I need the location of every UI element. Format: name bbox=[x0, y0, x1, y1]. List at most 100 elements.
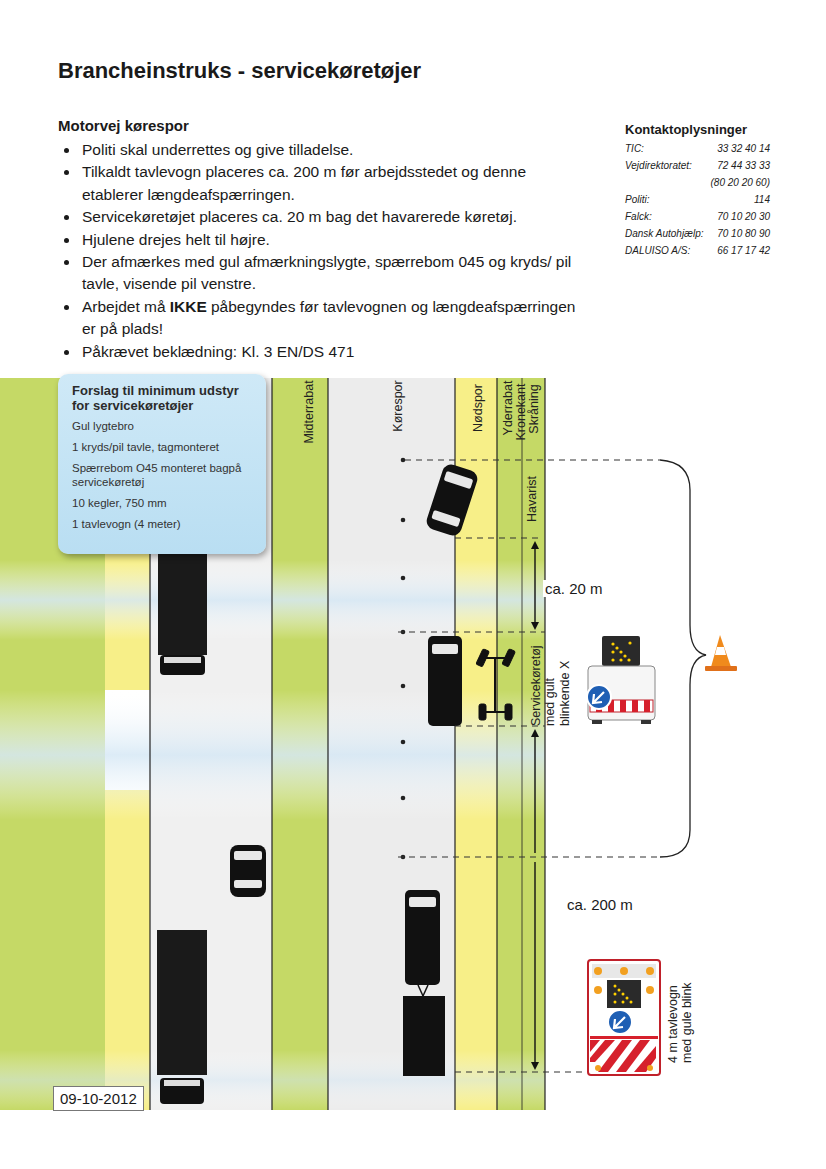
contact-number: 70 10 20 30 bbox=[717, 211, 770, 223]
road-bands bbox=[0, 378, 545, 1110]
tavlevogn-icon-part-part bbox=[618, 989, 621, 992]
tavlevogn-icon-part-part bbox=[614, 993, 617, 996]
instruction-list: Politi skal underrettes og give tilladel… bbox=[58, 139, 580, 363]
tavlevogn-icon-part-part bbox=[595, 1065, 601, 1071]
tavlevogn-icon-part bbox=[607, 980, 641, 1008]
service-vehicle-rear-icon-part-part bbox=[611, 658, 614, 661]
dashed-guides-part bbox=[455, 1071, 582, 1072]
car-left-part bbox=[234, 851, 262, 860]
havarist-car bbox=[424, 462, 479, 538]
dashed-guides-part bbox=[398, 631, 545, 632]
havarist-car-part bbox=[444, 471, 474, 489]
service-vehicle-rear-icon-part bbox=[592, 720, 602, 724]
wheels-turned-right-part bbox=[494, 658, 496, 712]
service-vehicle-rear-icon-part-part bbox=[611, 650, 614, 653]
instruction-item: Tilkaldt tavlevogn placeres ca. 200 m fø… bbox=[80, 161, 580, 206]
tavlevogn-icon-part bbox=[588, 960, 660, 1075]
truck-upper-part bbox=[164, 657, 201, 663]
dimension-arrows-part bbox=[534, 545, 535, 626]
tavlevogn-icon-part-part bbox=[647, 1065, 653, 1071]
instruction-item: Servicekøretøjet placeres ca. 20 m bag d… bbox=[80, 206, 580, 228]
tavlevogn-icon-part bbox=[614, 985, 633, 1004]
cone-part bbox=[715, 647, 726, 655]
contact-name: Vejdirektoratet: bbox=[625, 160, 692, 172]
box-item: 1 tavlevogn (4 meter) bbox=[72, 517, 254, 531]
tavlevogn-icon-part bbox=[614, 1017, 625, 1028]
section-heading: Motorvej kørespor bbox=[58, 117, 189, 134]
instruction-text: Hjulene drejes helt til højre. bbox=[82, 231, 270, 248]
box-item: Gul lygtebro bbox=[72, 419, 254, 433]
instruction-text: IKKE bbox=[170, 298, 207, 315]
service-vehicle-rear-icon-part bbox=[611, 641, 631, 661]
tavlevogn-icon-part-part bbox=[594, 986, 602, 994]
dimension-label: ca. 20 m bbox=[543, 580, 605, 597]
instruction-text: Arbejdet må bbox=[82, 298, 166, 315]
road-lines-part bbox=[271, 378, 272, 1110]
instruction-text: Servicekøretøjet placeres ca. 20 m bag d… bbox=[82, 208, 517, 225]
rotated-label: Kørespor bbox=[391, 380, 405, 431]
tavlevogn-icon-part-part bbox=[646, 967, 654, 975]
instruction-text: Påkrævet beklædning: Kl. 3 EN/DS 471 bbox=[82, 343, 354, 360]
van-with-trailer-part bbox=[409, 897, 436, 907]
service-vehicle-rear-icon-part bbox=[588, 666, 655, 720]
instruction-item: Påkrævet beklædning: Kl. 3 EN/DS 471 bbox=[80, 341, 580, 363]
box-item: Spærrebom O45 monteret bagpå servicekøre… bbox=[72, 461, 254, 489]
rotated-label: Servicekøretøj med gult blinkende X bbox=[529, 634, 572, 726]
lane-dots-part bbox=[401, 518, 406, 523]
contact-name: TIC: bbox=[625, 143, 644, 155]
box-item: 1 kryds/pil tavle, tagmonteret bbox=[72, 440, 254, 454]
instruction-text: Politi skal underrettes og give tilladel… bbox=[82, 141, 353, 158]
cone-part bbox=[705, 666, 737, 671]
tavlevogn-icon-part-part bbox=[634, 1046, 656, 1072]
van-with-trailer bbox=[403, 890, 445, 1076]
lane-dots bbox=[401, 458, 406, 860]
service-vehicle-part bbox=[428, 636, 462, 726]
road-lines-part bbox=[544, 378, 545, 1110]
service-vehicle-part bbox=[432, 644, 458, 654]
rotated-label: Kronekant bbox=[514, 384, 528, 441]
dimension-arrows bbox=[534, 545, 535, 1066]
dashed-guides-part bbox=[455, 537, 540, 538]
tavlevogn-icon-part-part bbox=[630, 1001, 633, 1004]
instruction-item: Politi skal underrettes og give tilladel… bbox=[80, 139, 580, 161]
cone-part bbox=[711, 635, 731, 667]
instruction-text: Der afmærkes med gul afmærkningslygte, s… bbox=[82, 253, 571, 292]
service-vehicle-rear-icon-part bbox=[593, 692, 604, 703]
date-text: 09-10-2012 bbox=[60, 1089, 137, 1108]
van-with-trailer-part bbox=[405, 890, 440, 985]
contact-heading: Kontaktoplysninger bbox=[625, 122, 747, 137]
tavlevogn-icon-part-part bbox=[626, 997, 629, 1000]
tavlevogn-icon-part-part bbox=[622, 993, 625, 996]
service-vehicle-rear-icon bbox=[587, 636, 655, 724]
dashed-guides bbox=[398, 460, 660, 1072]
tavlevogn-icon-part bbox=[595, 1065, 653, 1071]
box-heading: Forslag til minimum udstyr for servicekø… bbox=[72, 383, 254, 413]
tavlevogn-icon-part-part bbox=[594, 967, 602, 975]
instruction-item: Arbejdet måIKKEpåbegyndes før tavlevogne… bbox=[80, 296, 580, 341]
service-vehicle bbox=[428, 636, 462, 726]
lane-dots-part bbox=[401, 458, 406, 463]
instruction-item: Der afmærkes med gul afmærkningslygte, s… bbox=[80, 251, 580, 296]
lane-dots-part bbox=[401, 740, 406, 745]
truck-upper-part bbox=[160, 655, 205, 675]
car-left bbox=[230, 845, 266, 897]
contact-number: 33 32 40 14 bbox=[717, 143, 770, 155]
contact-name: Falck: bbox=[625, 211, 652, 223]
contact-number: 72 44 33 33 bbox=[717, 160, 770, 172]
contact-name: Politi: bbox=[625, 194, 649, 206]
box-item: 10 kegler, 750 mm bbox=[72, 496, 254, 510]
wheels-turned-right-part bbox=[502, 649, 516, 667]
rotated-label: Yderrabat bbox=[501, 381, 515, 436]
road-lines-part bbox=[496, 378, 497, 1110]
tavlevogn-icon-part bbox=[608, 1010, 632, 1034]
contact-number: (80 20 20 60) bbox=[711, 177, 771, 189]
page-title: Brancheinstruks - servicekøretøjer bbox=[58, 58, 421, 84]
service-vehicle-rear-icon-part-part bbox=[615, 646, 618, 649]
rotated-label: Skråning bbox=[527, 384, 541, 433]
truck-lower bbox=[157, 930, 207, 1104]
tavlevogn-icon bbox=[588, 960, 660, 1075]
truck-lower-part bbox=[164, 1080, 200, 1086]
service-vehicle-rear-icon-part-part bbox=[632, 700, 638, 712]
van-with-trailer-part bbox=[423, 985, 428, 996]
tavlevogn-icon-part-part bbox=[590, 1036, 658, 1039]
